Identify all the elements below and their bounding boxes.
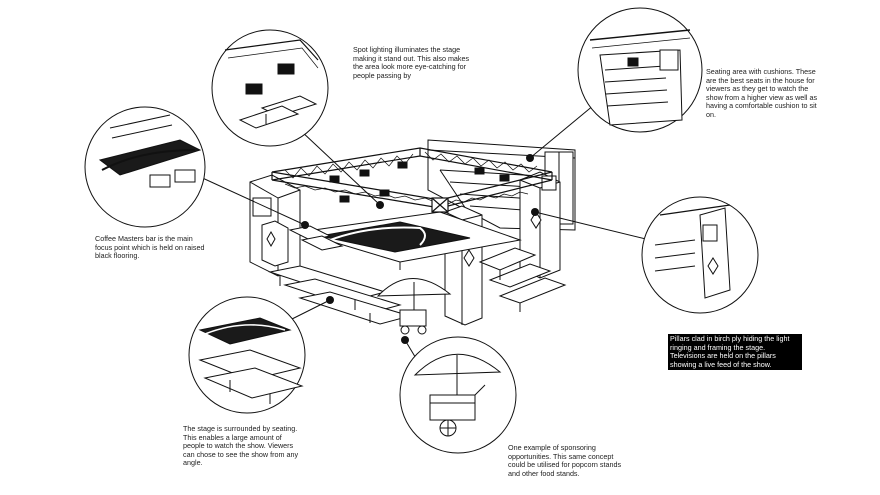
annotation-sponsor: One example of sponsoring opportunities.… bbox=[508, 443, 622, 478]
pillar-diamond-icon bbox=[530, 211, 542, 229]
pillar-diamond-icon bbox=[707, 257, 719, 275]
detail-circle-surrounding bbox=[188, 296, 306, 414]
leader-dots bbox=[301, 154, 539, 344]
pillar-right bbox=[519, 171, 561, 279]
spotlight-icon bbox=[329, 161, 510, 203]
television-icon bbox=[252, 197, 272, 217]
pillar-front-left bbox=[261, 220, 289, 267]
picnic-bench-icon bbox=[478, 247, 567, 312]
detail-circle-sponsor bbox=[399, 336, 517, 454]
annotation-seating: Seating area with cushions. These are th… bbox=[706, 67, 818, 119]
umbrella-cart-icon bbox=[376, 278, 452, 335]
main-stage-drawing bbox=[249, 139, 576, 335]
detail-circle-seating bbox=[577, 7, 703, 133]
detail-circle-coffee-bar bbox=[84, 106, 206, 228]
stage-floor-icon bbox=[299, 211, 522, 270]
spotlight-icon bbox=[277, 63, 295, 75]
spotlight-icon bbox=[245, 83, 263, 95]
television-icon bbox=[702, 224, 718, 242]
pillar-diamond-icon bbox=[463, 249, 475, 267]
detail-circle-lighting bbox=[211, 29, 329, 147]
leader-lines bbox=[184, 99, 651, 366]
annotation-lighting: Spot lighting illuminates the stage maki… bbox=[353, 45, 470, 80]
annotation-coffee-bar: Coffee Masters bar is the main focus poi… bbox=[95, 234, 205, 261]
pillar-diamond-icon bbox=[266, 230, 276, 248]
annotation-surrounding: The stage is surrounded by seating. This… bbox=[183, 424, 299, 468]
annotation-pillars: Pillars clad in birch ply hiding the lig… bbox=[668, 334, 802, 371]
detail-circle-pillars bbox=[641, 196, 759, 314]
